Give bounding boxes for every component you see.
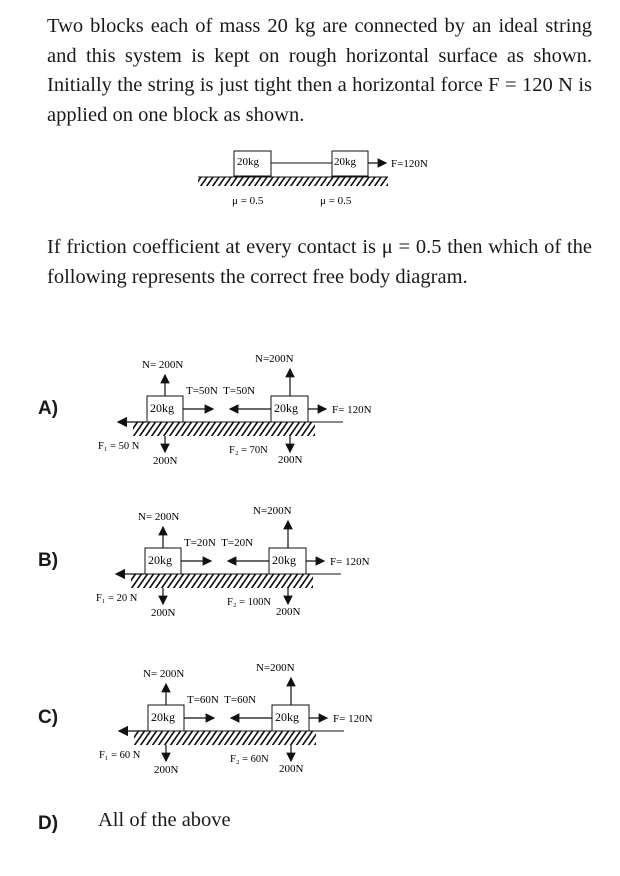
option-a-tension: T=50N T=50N	[186, 385, 255, 397]
setup-mu-right: μ = 0.5	[320, 195, 352, 207]
setup-block-left	[233, 150, 272, 177]
setup-ground-hatch	[198, 177, 388, 186]
option-b-block-left-label: 20kg	[148, 553, 172, 567]
option-c-ground	[134, 731, 316, 745]
question-paragraph-1: Two blocks each of mass 20 kg are connec…	[47, 12, 592, 130]
option-a-friction-left: F₁ = 50 N	[98, 441, 140, 452]
option-a-block-left-label: 20kg	[150, 401, 174, 415]
option-b-weight-right: 200N	[276, 606, 301, 618]
option-a-ground	[133, 422, 315, 436]
option-a-weight-left: 200N	[153, 455, 178, 467]
option-c-label[interactable]: C)	[38, 707, 59, 728]
option-b-block-right-label: 20kg	[272, 553, 296, 567]
option-d-label[interactable]: D)	[38, 813, 59, 834]
setup-block-right	[331, 150, 369, 177]
question-text: Two blocks each of mass 20 kg are connec…	[47, 15, 592, 126]
setup-block-right-label: 20kg	[334, 156, 357, 168]
setup-force-label: F=120N	[391, 158, 428, 170]
option-d-text[interactable]: All of the above	[98, 809, 231, 831]
option-a-force: F= 120N	[332, 404, 372, 416]
option-b-tension: T=20N T=20N	[184, 537, 253, 549]
option-b-normal-left: N= 200N	[138, 511, 179, 523]
option-a-label[interactable]: A)	[38, 398, 59, 419]
option-c-weight-right: 200N	[279, 763, 304, 775]
option-c-normal-right: N=200N	[256, 662, 295, 674]
option-a-weight-right: 200N	[278, 454, 303, 466]
option-b-force: F= 120N	[330, 556, 370, 568]
option-a-normal-left: N= 200N	[142, 359, 183, 371]
setup-block-left-label: 20kg	[237, 156, 260, 168]
option-b-ground	[131, 574, 313, 588]
option-a-friction-right: F₂ = 70N	[229, 445, 268, 456]
question-text-2: If friction coefficient at every contact…	[47, 236, 592, 288]
option-a-block-right-label: 20kg	[274, 401, 298, 415]
option-b-label[interactable]: B)	[38, 550, 59, 571]
setup-mu-left: μ = 0.5	[232, 195, 264, 207]
option-c-friction-left: F₁ = 60 N	[99, 750, 141, 761]
option-b-friction-left: F₁ = 20 N	[96, 593, 138, 604]
option-c-block-right-label: 20kg	[275, 710, 299, 724]
option-c-friction-right: F₂ = 60N	[230, 754, 269, 765]
question-paragraph-2: If friction coefficient at every contact…	[47, 232, 592, 292]
option-c-normal-left: N= 200N	[143, 668, 184, 680]
option-c-block-left-label: 20kg	[151, 710, 175, 724]
option-b-weight-left: 200N	[151, 607, 176, 619]
option-b-normal-right: N=200N	[253, 505, 292, 517]
option-c-weight-left: 200N	[154, 764, 179, 776]
option-b-friction-right: F₂ = 100N	[227, 597, 271, 608]
option-c-block-right	[271, 704, 310, 732]
option-a-normal-right: N=200N	[255, 353, 294, 365]
option-c-tension: T=60N T=60N	[187, 694, 256, 706]
option-c-force: F= 120N	[333, 713, 373, 725]
